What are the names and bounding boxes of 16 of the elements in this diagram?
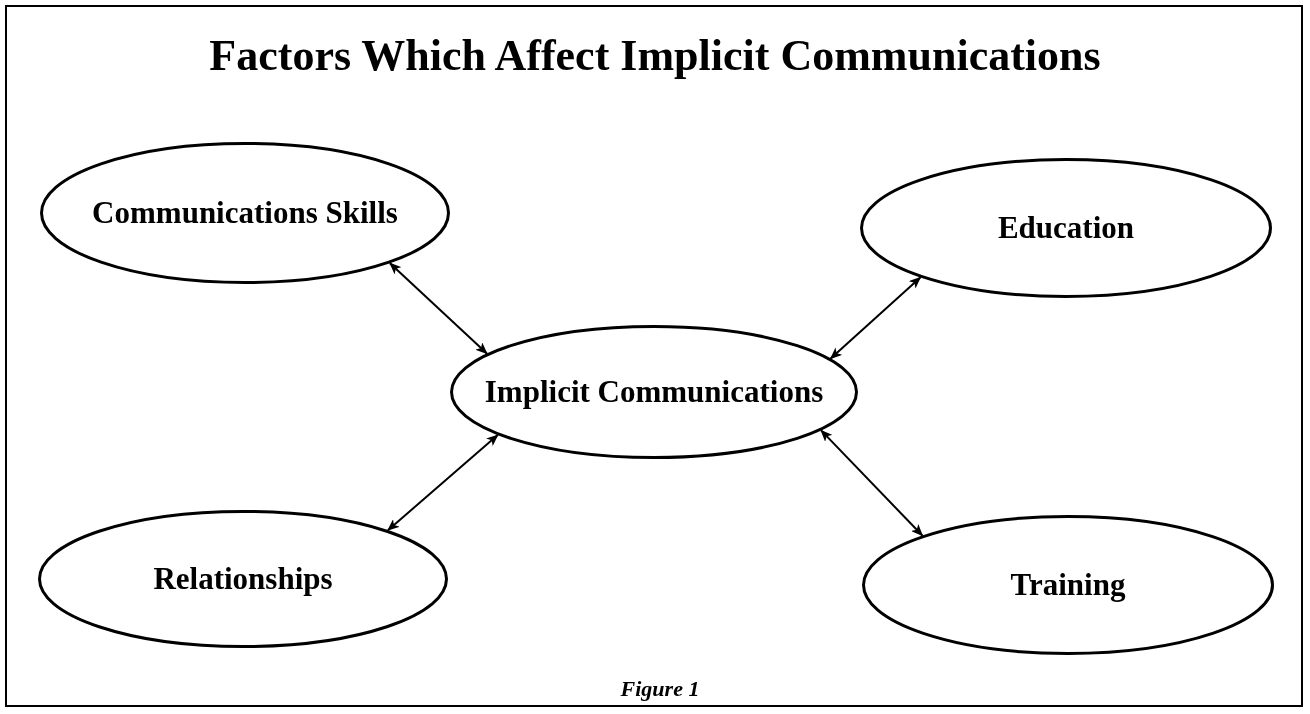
- ellipse-node: [450, 325, 858, 459]
- diagram-title: Factors Which Affect Implicit Communications: [208, 30, 1102, 82]
- ellipse-node: [862, 515, 1274, 655]
- node-label: Implicit Communications: [484, 374, 824, 410]
- double-arrow: [388, 262, 488, 355]
- ellipse-node: [38, 510, 448, 648]
- node-label: Communications Skills: [92, 195, 398, 231]
- node-label: Education: [997, 210, 1135, 246]
- double-arrow: [829, 276, 922, 360]
- double-arrow: [386, 434, 499, 532]
- double-arrow: [820, 429, 924, 537]
- node-label: Relationships: [153, 561, 333, 597]
- figure-caption: Figure 1: [619, 675, 701, 703]
- ellipse-node: [40, 142, 450, 284]
- ellipse-node: [860, 158, 1272, 298]
- node-label: Training: [1010, 567, 1126, 603]
